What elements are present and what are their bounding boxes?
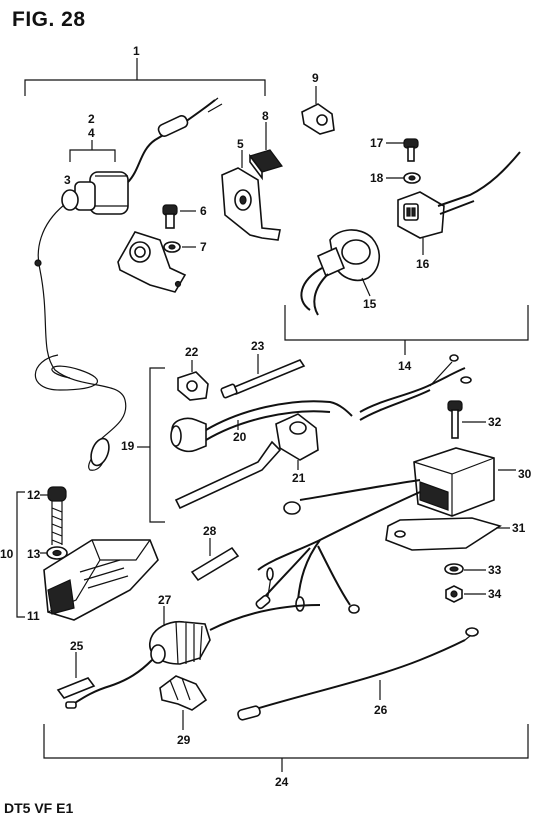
callout-19: 19 — [121, 439, 135, 453]
callout-34: 34 — [488, 587, 502, 601]
callout-33: 33 — [488, 563, 502, 577]
callout-22: 22 — [185, 345, 199, 359]
bracket-24 — [43, 724, 529, 772]
callout-7: 7 — [200, 240, 207, 254]
connector-21 — [174, 413, 319, 510]
callout-17: 17 — [370, 136, 384, 150]
callout-28: 28 — [203, 524, 217, 538]
washer-13 — [46, 546, 68, 560]
leader-lines — [40, 421, 516, 595]
callout-14: 14 — [398, 359, 412, 373]
callout-18: 18 — [370, 171, 384, 185]
callout-4: 4 — [88, 126, 95, 140]
stop-switch-assembly — [34, 97, 223, 471]
fuse-25 — [56, 652, 96, 699]
bracket-5-grommet-8 — [221, 122, 283, 241]
callout-1: 1 — [133, 44, 140, 58]
clip-22 — [177, 360, 209, 401]
switch-bracket — [117, 204, 196, 293]
connector-15 — [300, 229, 380, 316]
nut-33 — [444, 563, 464, 575]
callout-21: 21 — [292, 471, 306, 485]
regulator-30 — [413, 447, 495, 517]
callout-29: 29 — [177, 733, 191, 747]
callout-13: 13 — [27, 547, 41, 561]
bracket-10 — [16, 491, 25, 618]
model-code: DT5 VF E1 — [4, 800, 74, 816]
fuse-28 — [190, 538, 240, 582]
callout-32: 32 — [488, 415, 502, 429]
callout-24: 24 — [275, 775, 289, 789]
callout-3: 3 — [64, 173, 71, 187]
callout-30: 30 — [518, 467, 532, 481]
wire-right-14 — [359, 354, 472, 421]
callout-2: 2 — [88, 112, 95, 126]
bracket-31 — [385, 517, 502, 551]
callout-31: 31 — [512, 521, 526, 535]
nut-34 — [445, 585, 463, 603]
callout-16: 16 — [416, 257, 430, 271]
callout-11: 11 — [27, 609, 40, 623]
cdi-unit-11 — [43, 539, 159, 621]
screw-32 — [447, 400, 463, 439]
figure-title: FIG. 28 — [12, 8, 86, 31]
fuse-holder-27 — [65, 604, 321, 709]
callout-8: 8 — [262, 109, 269, 123]
bolt-12 — [47, 486, 67, 545]
callout-12: 12 — [27, 488, 41, 502]
clip-9 — [301, 86, 335, 135]
bracket-14 — [284, 305, 529, 355]
callout-26: 26 — [374, 703, 388, 717]
wire-20 — [170, 400, 353, 453]
callout-23: 23 — [251, 339, 265, 353]
harness-wires — [255, 479, 421, 614]
callout-6: 6 — [200, 204, 207, 218]
wire-26 — [237, 627, 479, 721]
callout-25: 25 — [70, 639, 84, 653]
tie-23 — [220, 354, 306, 399]
callout-20: 20 — [233, 430, 247, 444]
callout-10: 10 — [0, 547, 14, 561]
callout-27: 27 — [158, 593, 172, 607]
callout-5: 5 — [237, 137, 244, 151]
callout-labels: 1 2 3 4 5 6 7 8 9 10 11 12 13 14 15 16 1… — [0, 44, 532, 789]
bracket-1 — [24, 58, 266, 96]
callout-9: 9 — [312, 71, 319, 85]
connector-16-group — [386, 138, 521, 255]
callout-15: 15 — [363, 297, 377, 311]
bracket-19 — [149, 367, 165, 523]
clip-29 — [159, 675, 208, 730]
